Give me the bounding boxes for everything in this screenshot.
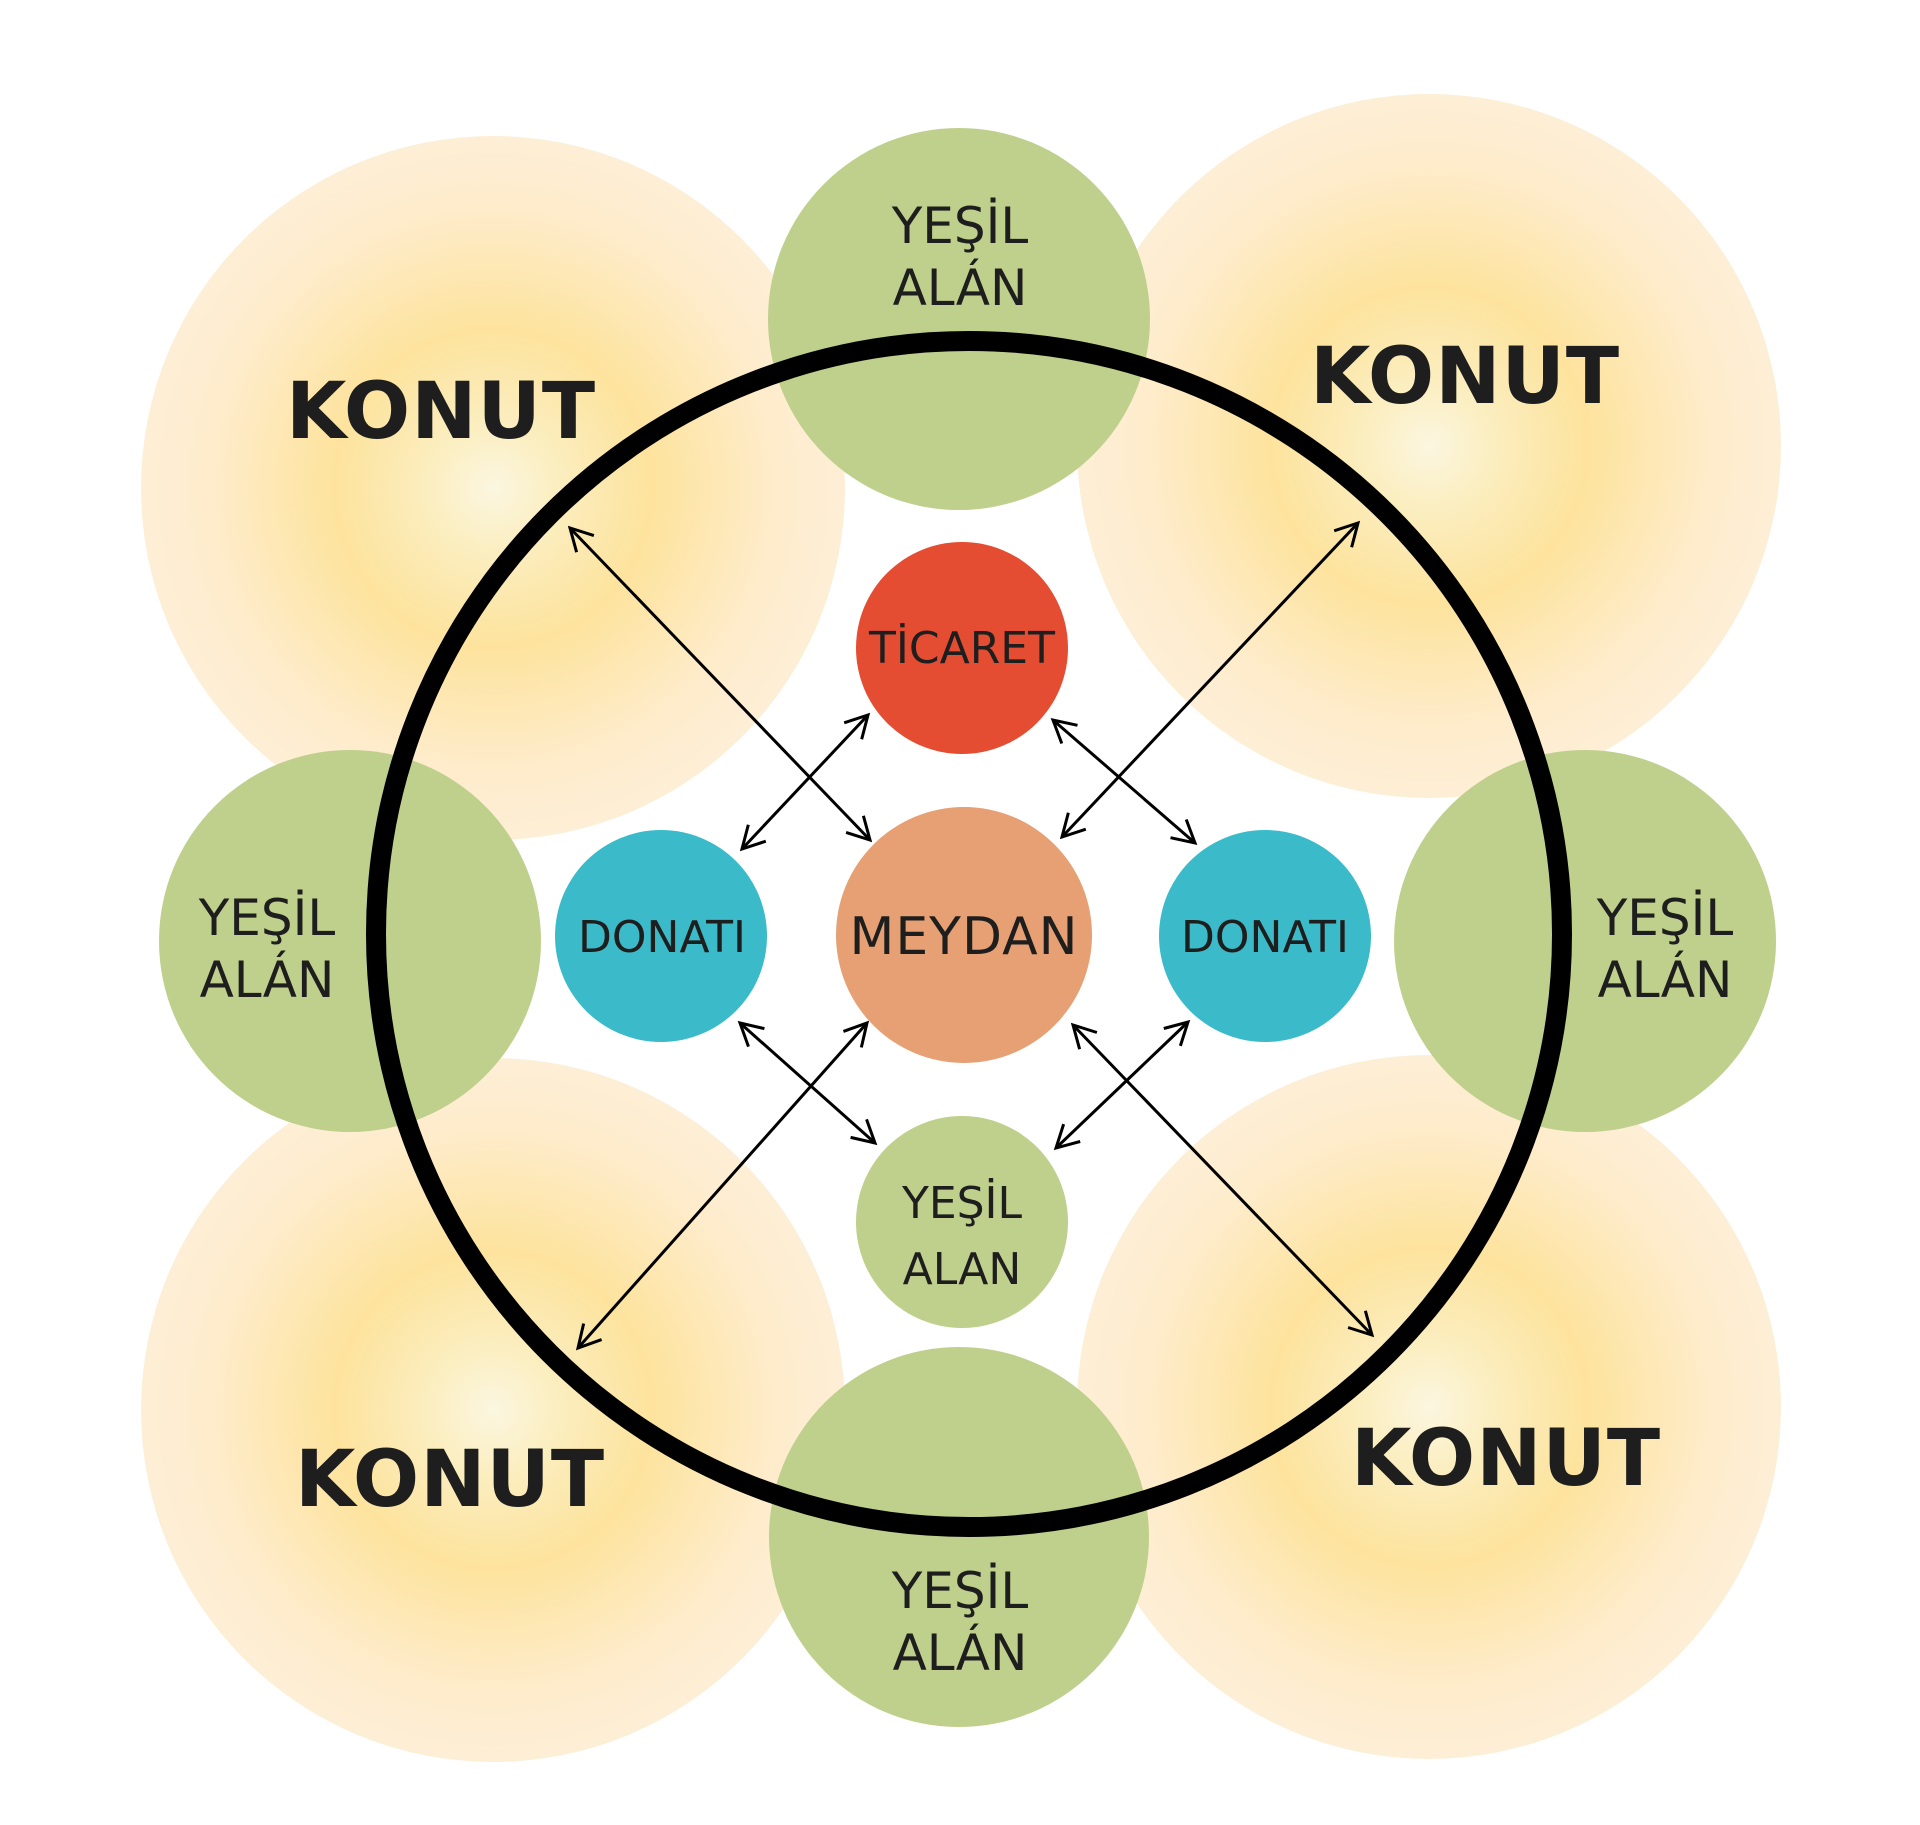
green-area-label-line1: YEŞİL xyxy=(901,1177,1023,1229)
green-area-label-line2: ALAN xyxy=(903,1244,1022,1295)
yesil-alan-right: YEŞİL ALÁN xyxy=(1394,750,1776,1132)
yesil-alan-left: YEŞİL ALÁN xyxy=(159,750,541,1132)
konut-top-left: KONUT xyxy=(141,136,845,840)
konut-circle xyxy=(1077,94,1781,798)
konut-label: KONUT xyxy=(295,1435,605,1525)
meydan-node: MEYDAN xyxy=(836,807,1092,1063)
green-area-label-line1: YEŞİL xyxy=(198,889,336,947)
neighbourhood-boundary-ring xyxy=(366,331,1572,1537)
arrow-ticaret-donati-right xyxy=(1053,720,1195,843)
donati-circle xyxy=(1159,830,1371,1042)
konut-label: KONUT xyxy=(286,367,596,457)
konut-bottom-right: KONUT xyxy=(1077,1055,1781,1759)
yesil-alan-inner-node: YEŞİL ALAN xyxy=(856,1116,1068,1328)
meydan-circle xyxy=(836,807,1092,1063)
konut-circle xyxy=(1077,1055,1781,1759)
green-area-label-line1: YEŞİL xyxy=(891,1562,1029,1620)
konut-label: KONUT xyxy=(1310,332,1620,422)
green-area-circle xyxy=(159,750,541,1132)
green-area-label-line2: ALÁN xyxy=(1598,950,1733,1009)
green-area-label-line2: ALÁN xyxy=(893,258,1028,317)
green-area-circle xyxy=(1394,750,1776,1132)
green-area-circle xyxy=(768,128,1150,510)
green-area-label-line2: ALÁN xyxy=(200,950,335,1009)
green-area-label-line2: ALÁN xyxy=(893,1623,1028,1682)
arrow-donati-left-yesil-alan xyxy=(740,1023,875,1143)
donati-right-node: DONATI xyxy=(1159,830,1371,1042)
donati-circle xyxy=(555,830,767,1042)
green-area-label-line1: YEŞİL xyxy=(891,197,1029,255)
konut-bottom-left: KONUT xyxy=(141,1058,845,1762)
arrow-donati-right-yesil-alan xyxy=(1056,1022,1188,1148)
konut-circle xyxy=(141,1058,845,1762)
konut-top-right: KONUT xyxy=(1077,94,1781,798)
donati-label: DONATI xyxy=(578,912,746,963)
konut-label: KONUT xyxy=(1351,1414,1661,1504)
green-area-label-line1: YEŞİL xyxy=(1596,889,1734,947)
konut-circle xyxy=(141,136,845,840)
green-area-circle xyxy=(856,1116,1068,1328)
yesil-alan-bottom: YEŞİL ALÁN xyxy=(769,1347,1149,1727)
donati-left-node: DONATI xyxy=(555,830,767,1042)
ticaret-circle xyxy=(856,542,1068,754)
meydan-label: MEYDAN xyxy=(849,907,1078,967)
yesil-alan-top: YEŞİL ALÁN xyxy=(768,128,1150,510)
arrow-donati-left-ticaret xyxy=(742,715,868,849)
donati-label: DONATI xyxy=(1181,912,1349,963)
ticaret-node: TİCARET xyxy=(856,542,1068,754)
green-area-circle xyxy=(769,1347,1149,1727)
ticaret-label: TİCARET xyxy=(868,622,1055,674)
